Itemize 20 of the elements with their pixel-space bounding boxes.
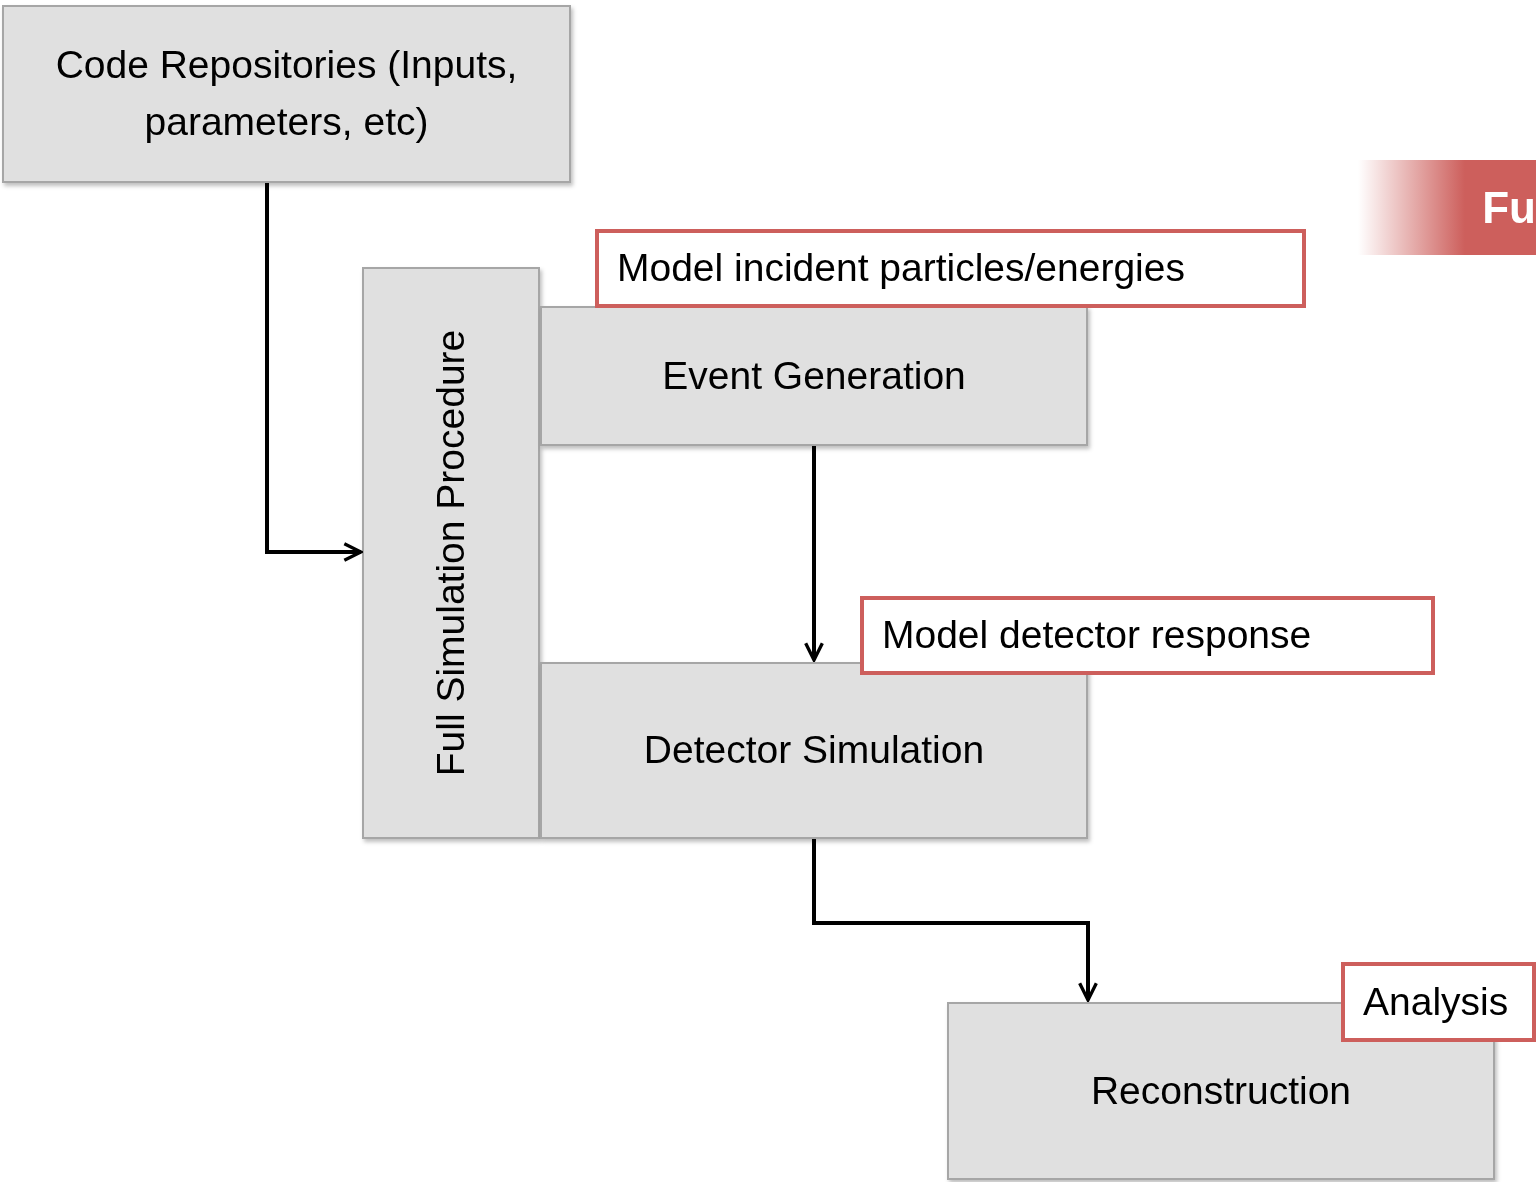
box-label: Code Repositories (Inputs, parameters, etc) (54, 42, 519, 145)
annotation-box (595, 229, 1306, 308)
arrow (265, 183, 363, 562)
annotation-box (860, 596, 1435, 675)
annotation-text: Model detector response (882, 612, 1312, 659)
box-label: Reconstruction (1090, 1067, 1352, 1114)
process-bar (362, 267, 540, 839)
annotation-text: Model incident particles/energies (617, 245, 1185, 292)
arrow (812, 839, 1098, 1002)
process-box (540, 306, 1088, 446)
arrow (804, 446, 824, 662)
rotated-label: Full Simulation Procedure (429, 329, 473, 777)
process-box (540, 662, 1088, 839)
process-box (2, 5, 571, 183)
box-label: Detector Simulation (643, 727, 985, 774)
annotation-box (1341, 962, 1536, 1042)
banner-text: Fu (1482, 182, 1536, 233)
box-label: Event Generation (662, 352, 966, 399)
banner (1358, 160, 1536, 255)
annotation-text: Analysis (1363, 978, 1509, 1025)
